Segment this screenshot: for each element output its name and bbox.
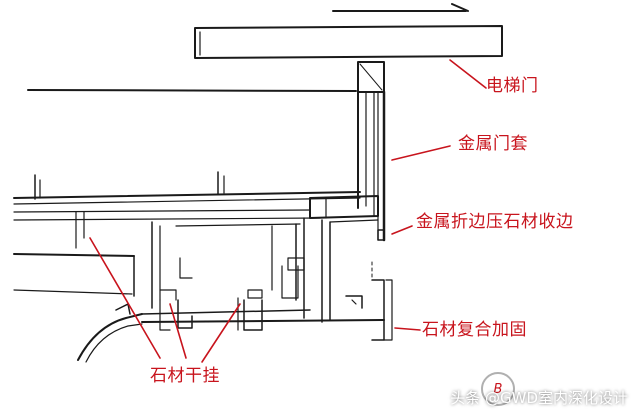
leader-stone-dry-hang-2 bbox=[169, 303, 187, 359]
leader-elevator-door bbox=[449, 59, 487, 89]
label-stone-composite: 石材复合加固 bbox=[422, 320, 527, 340]
composite-block bbox=[371, 279, 385, 341]
top-direction-line bbox=[332, 3, 469, 12]
leader-metal-fold-edge bbox=[391, 225, 413, 235]
floor-line bbox=[141, 319, 385, 323]
label-stone-dry-hang: 石材干挂 bbox=[150, 366, 220, 386]
fold-edge-block bbox=[309, 195, 379, 219]
beam-top bbox=[13, 191, 361, 199]
leader-stone-dry-hang-3 bbox=[201, 303, 241, 363]
leader-stone-dry-hang-1 bbox=[89, 237, 161, 359]
curved-stone bbox=[77, 313, 143, 361]
top-slab bbox=[194, 25, 503, 59]
watermark-logo: B bbox=[481, 372, 515, 406]
watermark-text: 头条 @GWD室内深化设计 bbox=[450, 389, 628, 407]
label-metal-fold-edge: 金属折边压石材收边 bbox=[416, 212, 574, 232]
upper-floor-line bbox=[27, 89, 357, 92]
label-metal-door-cover: 金属门套 bbox=[458, 134, 528, 154]
leader-stone-composite bbox=[394, 327, 421, 331]
leader-metal-door-cover bbox=[391, 145, 451, 161]
ceiling-line bbox=[13, 253, 135, 257]
label-elevator-door: 电梯门 bbox=[486, 76, 539, 96]
